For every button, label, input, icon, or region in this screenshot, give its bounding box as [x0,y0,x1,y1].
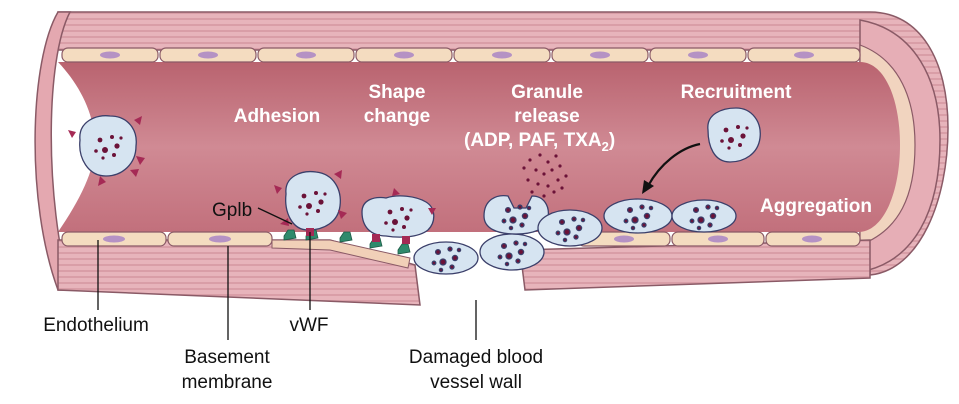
label-shape-change-2: change [364,106,431,127]
label-granule-close: ) [609,130,615,151]
vessel-lumen [58,62,900,232]
vessel-wall-top [57,11,949,276]
label-basement-1: Basement [184,347,270,368]
recruitment-arrow [642,142,701,194]
label-granule-1: Granule [511,82,583,103]
label-shape-change-1: Shape [368,82,425,103]
label-adhesion: Adhesion [234,106,321,127]
label-gplb: Gplb [212,200,252,221]
exposed-subendothelium [271,239,411,269]
platelet-shape-change [361,188,436,244]
label-damaged-2: vessel wall [430,372,522,393]
platelet-recruitment [707,107,761,163]
label-basement-2: membrane [182,372,273,393]
label-recruitment: Recruitment [681,82,793,103]
platelet-resting [68,115,145,186]
endothelium-bottom-nuclei [103,235,822,243]
endothelium-top-nuclei [100,51,814,59]
vessel-wall-bottom-right [519,239,871,291]
label-damaged-1: Damaged blood [409,347,543,368]
label-granule-2: release [514,106,580,127]
gplb-leader-line [257,207,293,225]
granule-release-particles [522,153,568,198]
label-granule-subscript: 2 [602,139,609,154]
label-granule-3: (ADP, PAF, TXA2) [464,130,615,154]
label-granule-mediators: (ADP, PAF, TXA [464,130,602,151]
endothelium-top [61,47,861,63]
label-vwf: vWF [289,315,328,336]
platelet-plug [413,194,737,275]
blood-vessel [34,11,949,306]
label-endothelium: Endothelium [43,315,149,336]
label-aggregation: Aggregation [760,196,872,217]
